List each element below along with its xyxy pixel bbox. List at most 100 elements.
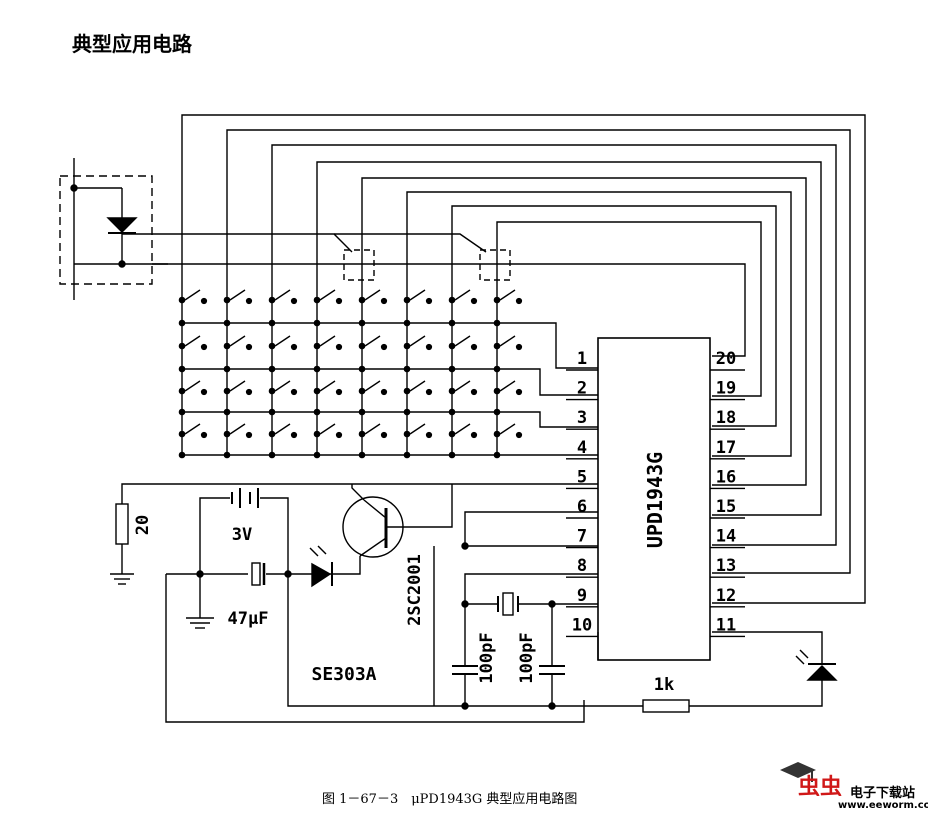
switch-contact <box>245 297 253 305</box>
matrix-node <box>448 319 456 327</box>
switch-contact <box>245 343 253 351</box>
pin-label-right: 11 <box>716 615 736 635</box>
switch-contact <box>335 297 343 305</box>
matrix-node <box>223 319 231 327</box>
matrix-node <box>493 430 501 438</box>
watermark-logo: 虫虫 <box>780 762 842 796</box>
oscillator <box>433 511 599 710</box>
matrix-node <box>313 408 321 416</box>
switch-contact <box>200 431 208 439</box>
potentiometer-20 <box>110 483 598 585</box>
ic-name: UPD1943G <box>643 452 667 548</box>
cap2-label: 100pF <box>517 632 537 683</box>
switch-contact <box>200 297 208 305</box>
key-switch <box>184 289 201 301</box>
switch-contact <box>335 431 343 439</box>
key-switch <box>499 423 516 435</box>
switch-contact <box>245 431 253 439</box>
pin-label-left: 6 <box>577 497 587 517</box>
matrix-node <box>358 430 366 438</box>
key-switch <box>184 335 201 347</box>
matrix-node <box>403 451 411 459</box>
watermark-url: www.eeworm.com <box>838 800 928 811</box>
battery-label: 3V <box>232 525 252 545</box>
matrix-node <box>223 451 231 459</box>
matrix-node <box>358 342 366 350</box>
pin-label-left: 10 <box>572 615 592 635</box>
matrix-node <box>178 387 186 395</box>
switch-contact <box>470 297 478 305</box>
scan-wires <box>122 233 746 357</box>
pot-label: 20 <box>133 515 153 535</box>
key-switch <box>319 380 336 392</box>
pin-label-left: 5 <box>577 467 587 487</box>
key-switch <box>499 380 516 392</box>
switch-contact <box>425 431 433 439</box>
pin-label-right: 16 <box>716 467 736 487</box>
key-switch <box>229 335 246 347</box>
matrix-node <box>448 342 456 350</box>
pin-label-left: 9 <box>577 586 587 606</box>
key-switch <box>229 289 246 301</box>
switch-contact <box>200 343 208 351</box>
matrix-node <box>448 408 456 416</box>
switch-contact <box>290 388 298 396</box>
matrix-node <box>313 342 321 350</box>
key-switch <box>364 380 381 392</box>
key-switch <box>364 289 381 301</box>
switch-contact <box>200 388 208 396</box>
matrix-node <box>313 365 321 373</box>
key-switch <box>319 423 336 435</box>
matrix-node <box>493 451 501 459</box>
matrix-node <box>313 319 321 327</box>
figure-caption: 图 1－67－3 μPD1943G 典型应用电路图 <box>322 792 578 807</box>
output-stage <box>642 631 838 713</box>
key-switch <box>409 289 426 301</box>
matrix-node <box>493 319 501 327</box>
switch-contact <box>425 343 433 351</box>
pin-label-right: 12 <box>716 586 736 606</box>
matrix-node <box>268 408 276 416</box>
matrix-node <box>403 319 411 327</box>
pin-label-left: 7 <box>577 527 587 547</box>
matrix-node <box>403 408 411 416</box>
switch-contact <box>470 431 478 439</box>
switch-contact <box>380 431 388 439</box>
matrix-node <box>223 365 231 373</box>
key-switch <box>274 380 291 392</box>
pin-label-right: 13 <box>716 556 736 576</box>
resistor-label: 1k <box>654 675 674 695</box>
matrix-node <box>223 296 231 304</box>
key-switch <box>229 423 246 435</box>
key-switch <box>499 289 516 301</box>
matrix-node <box>403 365 411 373</box>
matrix-node <box>268 430 276 438</box>
key-switch <box>184 380 201 392</box>
watermark-site-name: 电子下载站 <box>850 786 916 801</box>
switch-contact <box>290 431 298 439</box>
pin-label-right: 19 <box>716 379 736 399</box>
matrix-node <box>313 430 321 438</box>
switch-contact <box>515 388 523 396</box>
key-switch <box>364 335 381 347</box>
transistor <box>330 484 453 575</box>
matrix-node <box>358 387 366 395</box>
key-matrix <box>178 289 525 459</box>
matrix-node <box>178 365 186 373</box>
switch-contact <box>290 343 298 351</box>
matrix-node <box>448 365 456 373</box>
ic-body <box>597 337 711 661</box>
pin-label-left: 2 <box>577 379 587 399</box>
matrix-node <box>313 387 321 395</box>
matrix-node <box>403 296 411 304</box>
matrix-node <box>178 342 186 350</box>
pin-label-left: 3 <box>577 408 587 428</box>
matrix-node <box>313 451 321 459</box>
pin-label-left: 4 <box>577 438 587 458</box>
key-switch <box>229 380 246 392</box>
diode-box <box>59 158 168 300</box>
key-switch <box>454 380 471 392</box>
matrix-node <box>493 296 501 304</box>
key-switch <box>409 380 426 392</box>
